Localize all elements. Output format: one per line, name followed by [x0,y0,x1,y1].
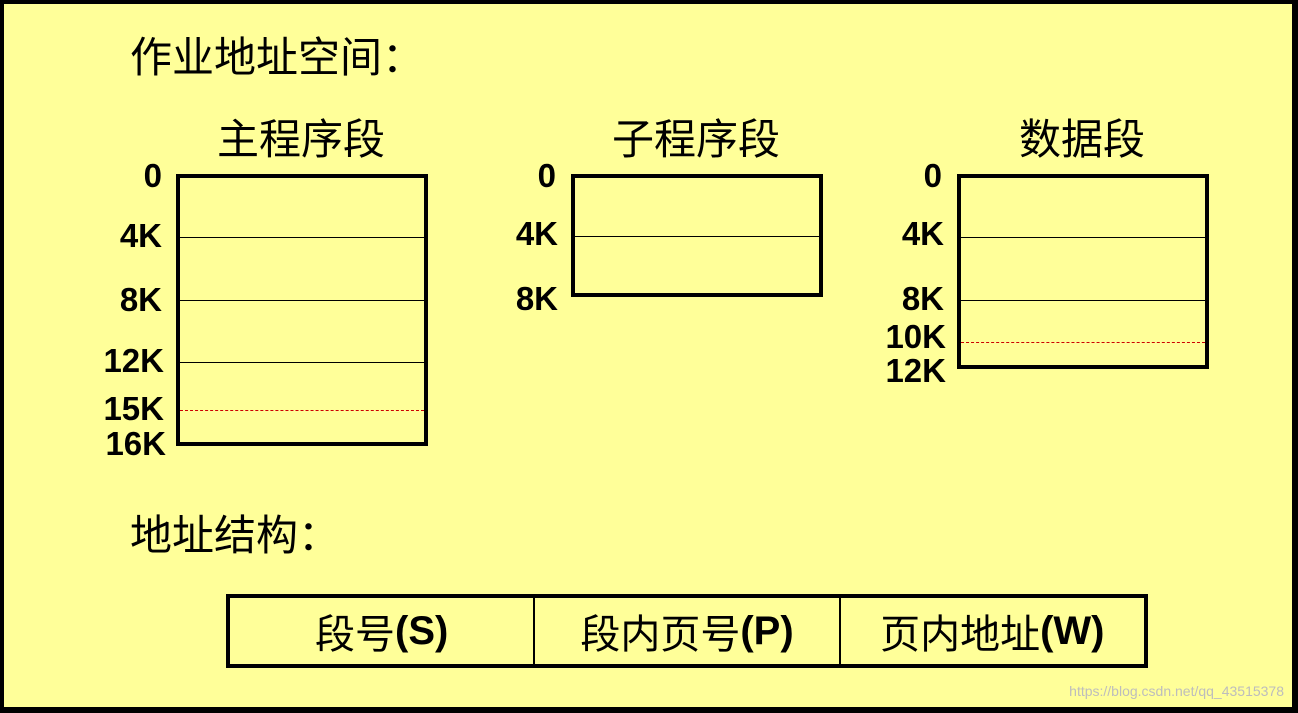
sub-segment-box [571,174,823,297]
sub-segment-line-4k [575,236,819,237]
main-tick-15k: 15K [103,390,164,427]
sub-tick-4k: 4K [515,215,558,252]
sub-tick-8k: 8K [515,280,558,317]
page-offset-code: (W) [1040,608,1105,653]
main-segment-line-15k [180,410,424,411]
sub-segment-title: 子程序段 [611,115,780,164]
data-segment-line-8k [961,300,1205,301]
main-tick-0: 0 [143,157,162,194]
watermark: https://blog.csdn.net/qq_43515378 [1069,683,1284,699]
main-tick-8k: 8K [119,281,162,318]
page-offset-cell: 页内地址(W) [838,598,1144,664]
main-tick-4k: 4K [119,217,162,254]
page-number-cell: 段内页号(P) [533,598,838,664]
data-segment-title: 数据段 [1018,115,1145,164]
main-segment-box [176,174,428,446]
data-tick-8k: 8K [901,280,944,317]
data-tick-4k: 4K [901,215,944,252]
segment-number-label: 段号 [315,612,395,658]
data-tick-0: 0 [923,157,942,194]
data-segment-box [957,174,1209,369]
main-tick-16k: 16K [105,425,166,462]
page-offset-label: 页内地址 [880,612,1041,658]
address-space-heading: 作业地址空间： [130,33,425,82]
main-segment-line-12k [180,362,424,363]
sub-tick-0: 0 [537,157,556,194]
data-tick-10k: 10K [885,318,946,355]
data-segment-line-4k [961,237,1205,238]
segment-number-cell: 段号(S) [230,598,533,664]
page-number-code: (P) [740,608,794,653]
main-tick-12k: 12K [103,342,164,379]
data-segment-line-10k [961,342,1205,343]
main-segment-line-4k [180,237,424,238]
address-structure-heading: 地址结构： [130,511,341,560]
main-segment-line-8k [180,300,424,301]
slide: 作业地址空间： 主程序段 0 4K 8K 12K 15K 16K 子程序段 0 … [4,4,1292,707]
page-number-label: 段内页号 [580,612,741,658]
main-segment-title: 主程序段 [216,115,385,164]
address-structure-table: 段号(S) 段内页号(P) 页内地址(W) [226,594,1148,668]
data-tick-12k: 12K [885,352,946,389]
segment-number-code: (S) [395,608,449,653]
